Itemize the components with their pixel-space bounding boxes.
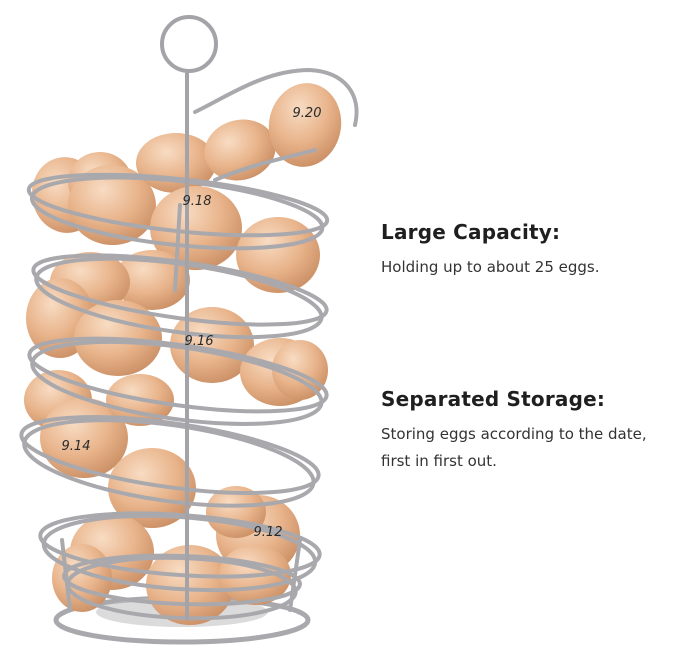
entry-chute xyxy=(193,67,359,182)
wire-ring-lower xyxy=(29,175,325,251)
feature-title: Separated Storage: xyxy=(381,387,606,411)
feature-description: Storing eggs according to the date, firs… xyxy=(381,421,676,475)
feature-large-capacity: Large Capacity: Holding up to about 25 e… xyxy=(381,220,676,281)
feature-line: first in first out. xyxy=(381,452,497,470)
support-wire xyxy=(173,203,182,292)
egg-date-labels: 9.20 9.18 9.16 9.14 9.12 xyxy=(62,106,322,540)
feature-separated-storage: Separated Storage: Storing eggs accordin… xyxy=(381,387,676,475)
support-wire xyxy=(288,538,302,612)
spiral-wire xyxy=(19,172,330,621)
egg-date-label: 9.18 xyxy=(183,194,212,209)
egg xyxy=(272,340,328,400)
feature-title: Large Capacity: xyxy=(381,220,561,244)
egg-date-label: 9.16 xyxy=(185,334,214,349)
wire-ring-lower xyxy=(41,513,318,593)
egg-date-label: 9.20 xyxy=(293,106,322,121)
feature-line: Holding up to about 25 eggs. xyxy=(381,258,600,276)
wire-ring-lower xyxy=(22,418,316,508)
egg xyxy=(170,307,254,383)
egg xyxy=(108,448,196,528)
wire-ring-lower xyxy=(30,339,324,426)
center-pole xyxy=(160,15,218,620)
wire-ring-lower xyxy=(34,256,324,340)
support-wire xyxy=(60,538,72,612)
feature-line: Storing eggs according to the date, xyxy=(381,425,647,443)
egg xyxy=(268,83,342,167)
egg xyxy=(114,250,190,310)
hanging-ring xyxy=(160,15,218,73)
egg-date-label: 9.12 xyxy=(254,525,283,540)
egg-date-label: 9.14 xyxy=(62,439,91,454)
feature-description: Holding up to about 25 eggs. xyxy=(381,254,676,281)
